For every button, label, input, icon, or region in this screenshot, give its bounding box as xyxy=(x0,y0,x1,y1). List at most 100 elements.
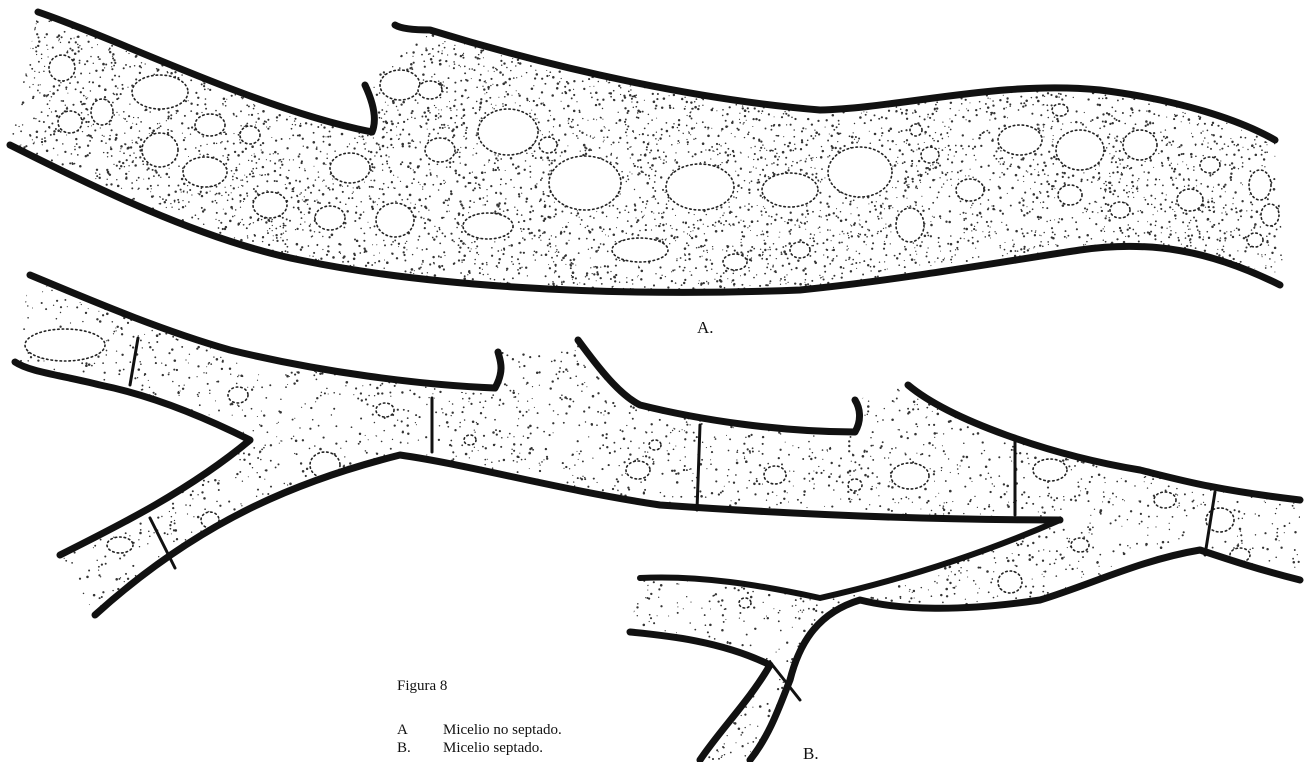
stipple-dot xyxy=(371,71,372,72)
stipple-dot xyxy=(669,107,671,109)
stipple-dot xyxy=(323,179,325,181)
stipple-dot xyxy=(24,288,26,290)
stipple-dot xyxy=(92,287,93,288)
stipple-dot xyxy=(723,212,724,213)
stipple-dot xyxy=(1257,113,1258,114)
stipple-dot xyxy=(206,192,208,194)
stipple-dot xyxy=(494,71,495,72)
stipple-dot xyxy=(282,288,284,290)
stipple-dot xyxy=(295,229,296,230)
stipple-dot xyxy=(902,195,904,197)
stipple-dot xyxy=(1042,201,1044,203)
stipple-dot xyxy=(549,267,551,269)
stipple-dot xyxy=(53,247,55,249)
stipple-dot xyxy=(620,94,621,95)
stipple-dot xyxy=(187,192,188,193)
stipple-dot xyxy=(279,114,281,116)
stipple-dot xyxy=(1247,294,1248,295)
stipple-dot xyxy=(179,267,181,269)
stipple-dot xyxy=(443,201,445,203)
stipple-dot xyxy=(163,279,164,280)
stipple-dot xyxy=(807,118,809,120)
stipple-dot xyxy=(932,216,933,217)
stipple-dot xyxy=(111,79,113,81)
stipple-dot xyxy=(79,62,81,64)
stipple-dot xyxy=(805,273,807,275)
stipple-dot xyxy=(138,22,139,23)
stipple-dot xyxy=(77,263,78,264)
stipple-dot xyxy=(420,184,421,185)
stipple-dot xyxy=(529,12,531,14)
stipple-dot xyxy=(962,160,964,162)
stipple-dot xyxy=(988,65,989,66)
stipple-dot xyxy=(1233,166,1236,169)
stipple-dot xyxy=(908,143,911,146)
stipple-dot xyxy=(805,161,807,163)
stipple-dot xyxy=(561,282,563,284)
stipple-dot xyxy=(251,160,253,162)
stipple-dot xyxy=(38,40,40,42)
stipple-dot xyxy=(6,252,9,255)
stipple-dot xyxy=(165,33,167,35)
stipple-dot xyxy=(626,135,627,136)
stipple-dot xyxy=(235,271,238,274)
stipple-dot xyxy=(534,150,536,152)
stipple-dot xyxy=(874,205,876,207)
stipple-dot xyxy=(241,151,243,153)
stipple-dot xyxy=(155,262,157,264)
stipple-dot xyxy=(485,100,487,102)
stipple-dot xyxy=(191,216,193,218)
stipple-dot xyxy=(1075,121,1077,123)
stipple-dot xyxy=(26,287,27,288)
stipple-dot xyxy=(175,22,177,24)
stipple-dot xyxy=(668,42,671,45)
stipple-dot xyxy=(965,99,967,101)
stipple-dot xyxy=(1099,104,1102,107)
stipple-dot xyxy=(1267,286,1268,287)
stipple-dot xyxy=(7,115,9,117)
stipple-dot xyxy=(120,93,122,95)
stipple-dot xyxy=(379,92,381,94)
stipple-dot xyxy=(82,11,84,13)
stipple-dot xyxy=(456,126,459,129)
stipple-dot xyxy=(1042,280,1043,281)
stipple-dot xyxy=(313,96,315,98)
stipple-dot xyxy=(1031,230,1033,232)
stipple-dot xyxy=(1002,36,1004,38)
stipple-dot xyxy=(1253,67,1255,69)
stipple-dot xyxy=(765,94,767,96)
stipple-dot xyxy=(716,110,717,111)
stipple-dot xyxy=(653,10,655,12)
stipple-dot xyxy=(128,222,131,225)
stipple-dot xyxy=(986,20,988,22)
stipple-dot xyxy=(340,253,341,254)
stipple-dot xyxy=(1023,214,1025,216)
stipple-dot xyxy=(484,164,486,166)
stipple-dot xyxy=(68,179,70,181)
stipple-dot xyxy=(824,43,826,45)
stipple-dot xyxy=(1182,112,1183,113)
stipple-dot xyxy=(497,26,498,27)
stipple-dot xyxy=(272,292,274,294)
stipple-dot xyxy=(806,221,808,223)
stipple-dot xyxy=(946,132,948,134)
stipple-dot xyxy=(184,115,186,117)
stipple-dot xyxy=(133,270,135,272)
stipple-dot xyxy=(1169,206,1171,208)
stipple-dot xyxy=(999,245,1001,247)
stipple-dot xyxy=(541,78,543,80)
stipple-dot xyxy=(32,10,34,12)
stipple-dot xyxy=(468,212,469,213)
stipple-dot xyxy=(971,205,972,206)
stipple-dot xyxy=(1171,163,1172,164)
stipple-dot xyxy=(1032,208,1034,210)
stipple-dot xyxy=(270,17,272,19)
stipple-dot xyxy=(773,61,774,62)
stipple-dot xyxy=(208,262,211,265)
stipple-dot xyxy=(1152,46,1153,47)
stipple-dot xyxy=(448,127,450,129)
stipple-dot xyxy=(855,262,857,264)
stipple-dot xyxy=(164,277,166,279)
stipple-dot xyxy=(1051,299,1053,301)
stipple-dot xyxy=(808,297,810,299)
